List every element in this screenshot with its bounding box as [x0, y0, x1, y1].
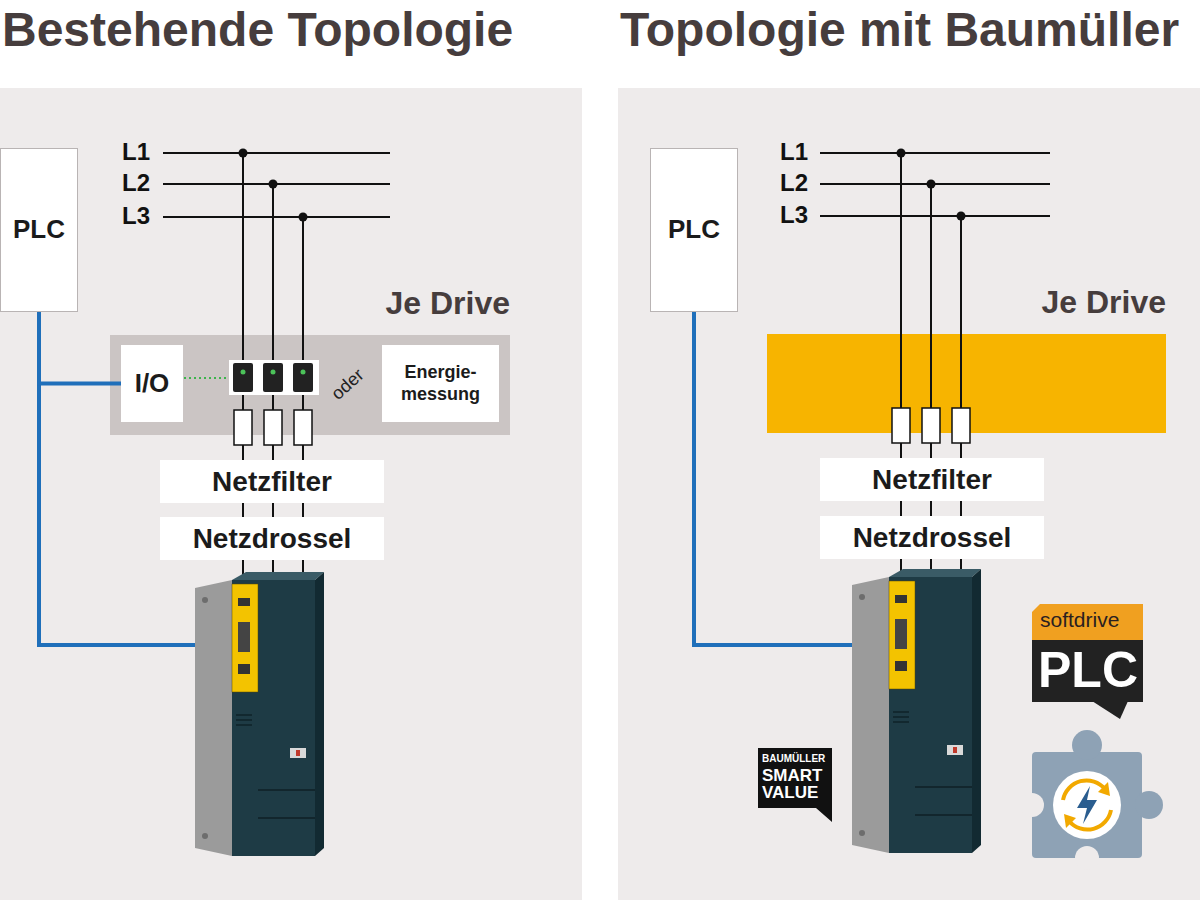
phase-line	[163, 152, 390, 154]
resistor-symbol	[234, 410, 252, 445]
switch-symbol	[293, 363, 313, 392]
panel-title: Bestehende Topologie	[2, 3, 513, 56]
badge-shape	[758, 748, 832, 822]
phase-name: L2	[122, 169, 150, 198]
bus-line	[39, 380, 195, 645]
switch-led	[271, 370, 276, 375]
group-heading: Je Drive	[1041, 284, 1166, 320]
control-signal-line	[184, 377, 229, 379]
panel-title: Topologie mit Baumüller	[620, 3, 1179, 56]
cycle-arrowhead	[1064, 814, 1076, 828]
puzzle-notch	[1020, 793, 1044, 817]
filter-box: Netzfilter	[160, 460, 384, 503]
phase-name: L2	[780, 169, 808, 198]
heading-holder: Topologie mit Baumüller	[620, 4, 1179, 57]
heading-holder: Bestehende Topologie	[2, 4, 513, 57]
heading-holder: Je Drive	[385, 286, 510, 321]
phase-name: L3	[122, 202, 150, 231]
puzzle-knob	[1135, 791, 1163, 819]
cycle-arrow	[1069, 810, 1111, 830]
junction-dot	[957, 212, 966, 221]
choke-box: Netzdrossel	[820, 516, 1044, 559]
phase-line	[820, 152, 1050, 154]
cycle-arrowhead	[1098, 782, 1110, 796]
logo-tab	[1032, 604, 1143, 640]
switch-symbol	[233, 363, 253, 392]
switch-symbol	[263, 363, 283, 392]
resistor-symbol	[294, 410, 312, 445]
filter-box: Netzfilter	[820, 458, 1044, 501]
choke-box: Netzdrossel	[160, 517, 384, 560]
phase-wire	[930, 184, 932, 575]
badge-text: SMART VALUE	[762, 767, 828, 801]
junction-dot	[239, 149, 248, 158]
logo-text: PLC	[1038, 645, 1138, 695]
resistor-symbol	[952, 408, 970, 443]
box-label: I/O	[135, 368, 170, 399]
box-label: Energie- messung	[388, 362, 493, 405]
box-label: Netzdrossel	[853, 521, 1012, 555]
phase-line	[820, 215, 1050, 217]
junction-dot	[299, 213, 308, 222]
box-label: Netzdrossel	[193, 522, 352, 556]
junction-dot	[897, 149, 906, 158]
box-label: Netzfilter	[872, 463, 992, 497]
plc-box: PLC	[650, 148, 738, 312]
logo-text: softdrive	[1040, 607, 1119, 632]
box-label: Netzfilter	[212, 465, 332, 499]
switch-led	[241, 370, 246, 375]
heading-holder: Je Drive	[1041, 285, 1166, 320]
energy-meter-box: Energie- messung	[382, 345, 499, 422]
box-label: PLC	[13, 214, 65, 245]
junction-dot	[927, 180, 936, 189]
resistor-symbol	[892, 408, 910, 443]
resistor-symbol	[922, 408, 940, 443]
switch-frame	[229, 360, 319, 395]
group-heading: Je Drive	[385, 285, 510, 321]
logo-box	[1032, 640, 1143, 702]
drive-unit	[195, 572, 324, 856]
phase-name: L1	[122, 138, 150, 167]
bus-line	[694, 312, 852, 645]
logo-tail	[1092, 701, 1128, 719]
junction-dot	[269, 180, 278, 189]
phase-name: L1	[780, 138, 808, 167]
phase-line	[163, 216, 390, 218]
box-label: PLC	[668, 214, 720, 245]
resistor-symbol	[264, 410, 282, 445]
puzzle-icon	[1032, 752, 1142, 858]
bus-connector	[39, 312, 121, 384]
phase-wire	[960, 216, 962, 575]
badge-text: BAUMÜLLER	[762, 753, 825, 765]
phase-wire	[900, 153, 902, 575]
lightning-symbol	[1077, 786, 1097, 824]
switch-led	[301, 370, 306, 375]
puzzle-notch	[1075, 846, 1099, 870]
phase-name: L3	[780, 201, 808, 230]
phase-wire	[302, 217, 304, 578]
drive-unit	[852, 569, 981, 853]
energy-icon-disc	[1053, 771, 1121, 839]
io-box: I/O	[121, 345, 183, 422]
plc-box: PLC	[0, 148, 78, 312]
puzzle-knob	[1072, 730, 1102, 760]
